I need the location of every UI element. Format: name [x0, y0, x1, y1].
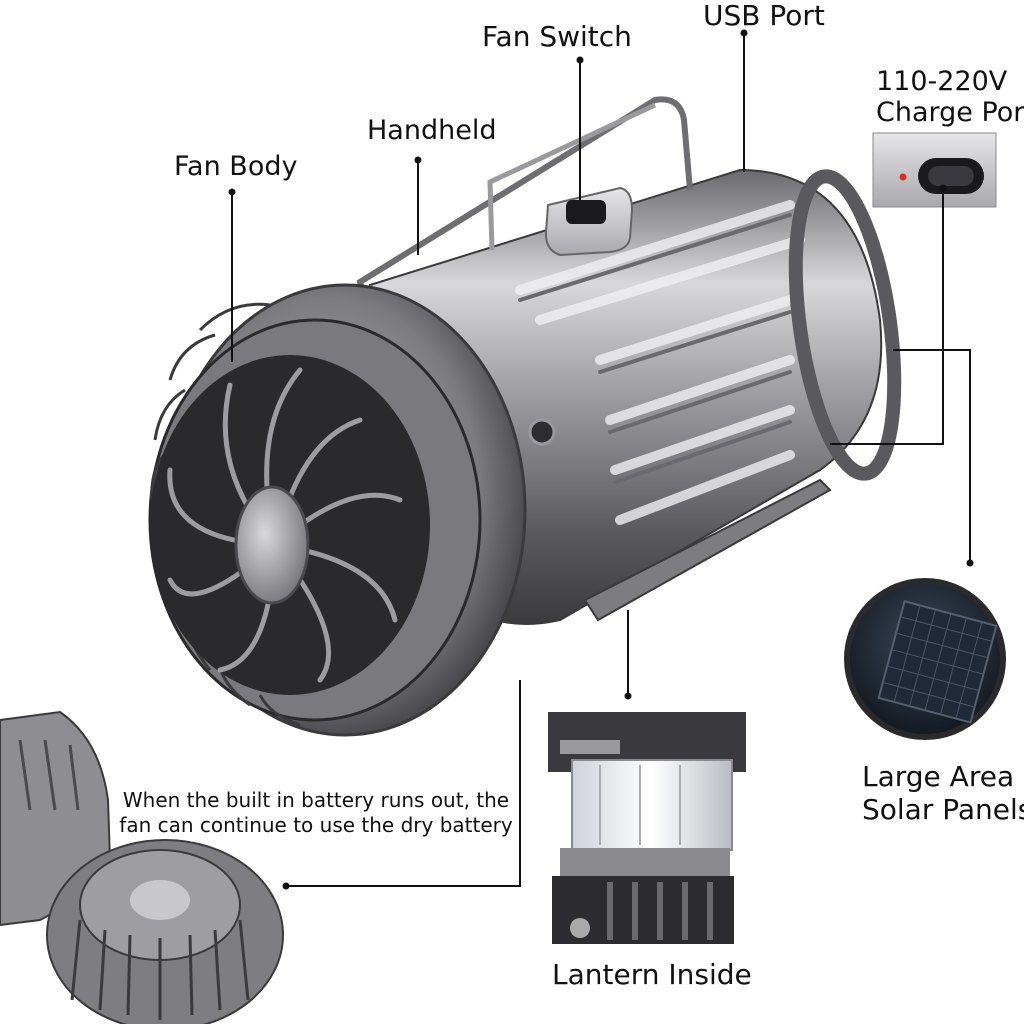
leader-dots [228, 29, 974, 890]
solar-panel-icon [844, 578, 1006, 740]
label-usb-port: USB Port [703, 0, 825, 32]
battery-note-line2: fan can continue to use the dry battery [119, 813, 513, 837]
label-handheld: Handheld [367, 115, 497, 146]
fan-switch-icon [544, 186, 634, 257]
battery-compartment [0, 710, 284, 1024]
lantern-inset-icon [548, 712, 746, 944]
label-charge-port-line1: 110-220V [876, 66, 1008, 97]
handle [356, 96, 693, 301]
battery-note-line1: When the built in battery runs out, the [122, 788, 510, 812]
label-solar-line2: Solar Panels [862, 794, 1024, 826]
label-charge-port-line2: Charge Port [876, 97, 1024, 128]
leader-lines [231, 33, 971, 887]
charge-port-icon [872, 132, 997, 208]
label-fan-body: Fan Body [174, 151, 298, 182]
label-lantern-inside: Lantern Inside [552, 958, 752, 991]
label-solar-line1: Large Area [862, 760, 1015, 793]
fan-head [148, 283, 527, 737]
label-fan-switch: Fan Switch [482, 20, 632, 53]
